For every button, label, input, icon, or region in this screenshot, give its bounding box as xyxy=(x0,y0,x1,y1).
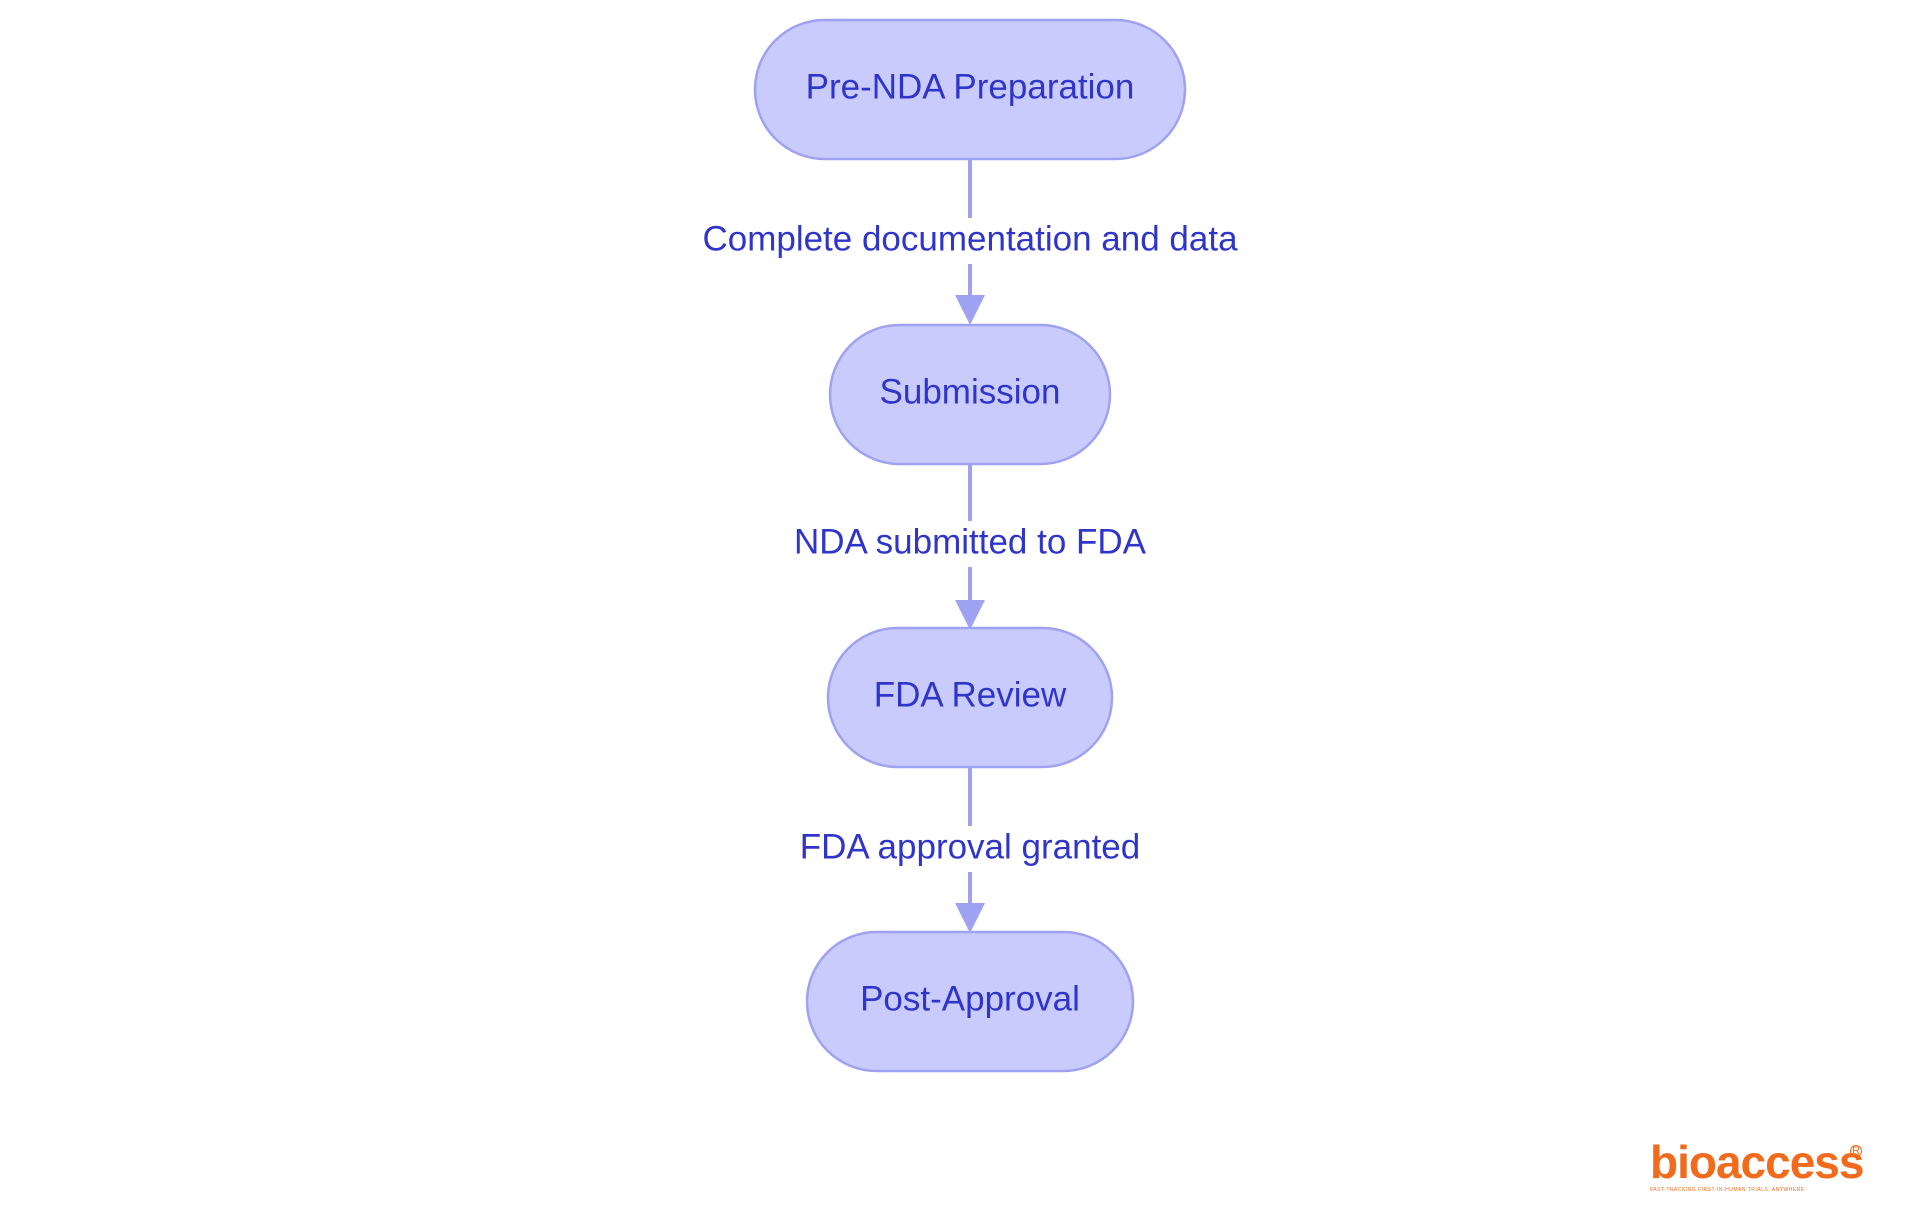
arrowhead-icon xyxy=(955,295,985,325)
edge-label: FDA approval granted xyxy=(800,827,1140,866)
edge-label: NDA submitted to FDA xyxy=(794,522,1147,561)
edge-label: Complete documentation and data xyxy=(702,219,1238,258)
node-label: Pre-NDA Preparation xyxy=(806,67,1135,106)
arrowhead-icon xyxy=(955,600,985,630)
node-shape xyxy=(826,626,1114,769)
node-pre-nda-preparation: Pre-NDA Preparation xyxy=(753,18,1187,161)
node-post-approval: Post-Approval xyxy=(805,930,1135,1073)
edge-submission-to-fda-review: NDA submitted to FDA xyxy=(785,465,1155,630)
node-label: Submission xyxy=(880,372,1061,411)
node-label: FDA Review xyxy=(874,675,1067,714)
logo-tagline: FAST-TRACKING FIRST-IN-HUMAN TRIALS, ANY… xyxy=(1650,1187,1805,1193)
logo-wordmark: bioaccess xyxy=(1650,1136,1864,1188)
edge-fda-review-to-post-approval: FDA approval granted xyxy=(790,768,1150,933)
arrowhead-icon xyxy=(955,903,985,933)
node-submission: Submission xyxy=(828,323,1112,466)
bioaccess-logo: bioaccess R FAST-TRACKING FIRST-IN-HUMAN… xyxy=(1650,1139,1868,1193)
node-shape xyxy=(753,18,1187,161)
node-fda-review: FDA Review xyxy=(826,626,1114,769)
edge-pre-nda-to-submission: Complete documentation and data xyxy=(680,160,1260,325)
registered-mark-icon: R xyxy=(1850,1145,1862,1157)
node-shape xyxy=(805,930,1135,1073)
node-shape xyxy=(828,323,1112,466)
node-label: Post-Approval xyxy=(860,979,1080,1018)
